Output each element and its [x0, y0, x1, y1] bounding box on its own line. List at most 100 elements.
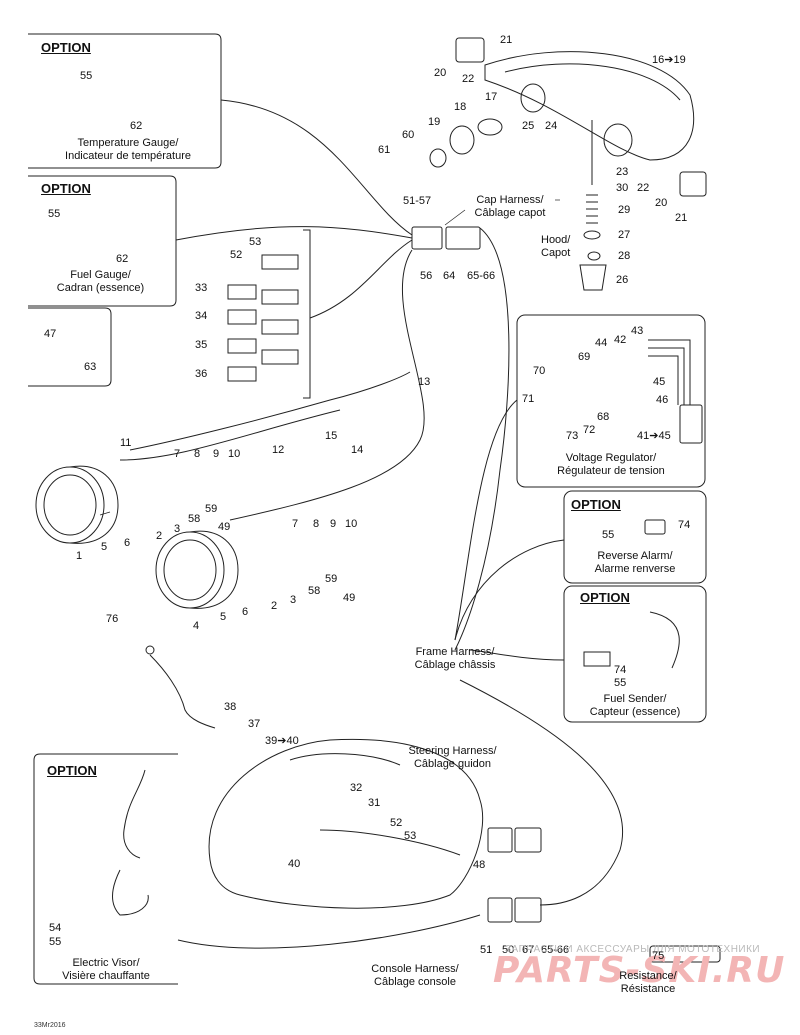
part-number: 28	[618, 250, 631, 262]
part-number: 5	[220, 611, 227, 623]
part-number: 44	[595, 337, 608, 349]
part-number: 59	[325, 573, 338, 585]
part-number: 55	[49, 936, 62, 948]
part-number: 38	[224, 701, 237, 713]
part-number: 27	[618, 229, 631, 241]
part-number: 60	[402, 129, 415, 141]
part-number: 53	[249, 236, 262, 248]
part-number: 12	[272, 444, 285, 456]
part-number: 40	[288, 858, 301, 870]
part-number: 54	[49, 922, 62, 934]
part-number: 10	[345, 518, 358, 530]
part-number: 30	[616, 182, 629, 194]
part-number: 3	[290, 594, 297, 606]
part-number: 21	[675, 212, 688, 224]
part-number: 26	[616, 274, 629, 286]
part-number: 35	[195, 339, 208, 351]
part-number: 4	[193, 620, 200, 632]
part-number: 2	[156, 530, 163, 542]
option-title-sender: OPTION	[580, 590, 630, 605]
part-number: 58	[188, 513, 201, 525]
cap-harness-label-fr: Câblage capot	[474, 207, 546, 219]
temp-gauge-label-fr: Indicateur de température	[65, 150, 191, 162]
part-number: 67	[522, 944, 535, 956]
part-number: 34	[195, 310, 208, 322]
part-number: 43	[631, 325, 644, 337]
part-number: 56	[420, 270, 433, 282]
part-number: 42	[614, 334, 627, 346]
voltage-regulator-label: Voltage Regulator/	[565, 452, 657, 464]
part-number: 41➔45	[637, 430, 671, 442]
diagram-code: 33Mr2016	[34, 1022, 66, 1029]
fuel-sender-box-outline	[563, 585, 707, 723]
part-number: 55	[48, 208, 61, 220]
cap-harness-label: Cap Harness/	[476, 194, 544, 206]
part-number: 7	[174, 448, 181, 460]
part-number: 62	[130, 120, 143, 132]
part-number: 6	[124, 537, 131, 549]
part-number: 39➔40	[265, 735, 299, 747]
part-number: 47	[44, 328, 57, 340]
part-number: 48	[473, 859, 486, 871]
part-number: 31	[368, 797, 381, 809]
part-number: 46	[656, 394, 669, 406]
part-number: 25	[522, 120, 535, 132]
part-number: 8	[194, 448, 201, 460]
part-number: 76	[106, 613, 119, 625]
part-number: 19	[428, 116, 441, 128]
part-number: 73	[566, 430, 579, 442]
part-number: 45	[653, 376, 666, 388]
part-number: 3	[174, 523, 181, 535]
tie-box-outline	[28, 307, 112, 387]
part-number: 49	[343, 592, 356, 604]
hood-label-fr: Capot	[541, 247, 571, 259]
reverse-alarm-label-fr: Alarme renverse	[594, 563, 676, 575]
site-logo: PARTS-SKI.RU	[493, 950, 786, 991]
reverse-alarm-label: Reverse Alarm/	[597, 550, 673, 562]
part-number: 5	[101, 541, 108, 553]
hood-label: Hood/	[541, 234, 571, 246]
part-number: 21	[500, 34, 513, 46]
steering-harness-label: Steering Harness/	[408, 745, 497, 757]
part-number: 53	[404, 830, 417, 842]
part-number: 2	[271, 600, 278, 612]
part-number: 22	[637, 182, 650, 194]
part-number: 68	[597, 411, 610, 423]
part-number: 55	[80, 70, 93, 82]
part-number: 14	[351, 444, 364, 456]
part-number: 7	[292, 518, 299, 530]
part-number: 55	[602, 529, 615, 541]
part-number: 10	[228, 448, 241, 460]
console-harness-label: Console Harness/	[371, 963, 459, 975]
part-number: 24	[545, 120, 558, 132]
part-number: 75	[652, 950, 665, 962]
part-number: 62	[116, 253, 129, 265]
part-number: 74	[678, 519, 691, 531]
part-number: 63	[84, 361, 97, 373]
resistance-label-fr: Résistance	[620, 983, 676, 995]
part-number: 72	[583, 424, 596, 436]
part-number: 51-57	[403, 195, 432, 207]
part-number: 37	[248, 718, 261, 730]
part-number: 58	[308, 585, 321, 597]
part-number: 70	[533, 365, 546, 377]
part-number: 16➔19	[652, 54, 686, 66]
electric-visor-label-fr: Visière chauffante	[62, 970, 150, 982]
part-number: 17	[485, 91, 498, 103]
console-harness-label-fr: Câblage console	[374, 976, 456, 988]
part-number: 65-66	[467, 270, 496, 282]
temp-gauge-box-outline	[28, 33, 222, 169]
frame-harness-label-fr: Câblage châssis	[414, 659, 496, 671]
part-number: 36	[195, 368, 208, 380]
part-number: 23	[616, 166, 629, 178]
part-number: 52	[230, 249, 243, 261]
fuel-gauge-label-fr: Cadran (essence)	[56, 282, 145, 294]
fuel-gauge-box-outline	[28, 175, 177, 307]
option-title-fuel: OPTION	[41, 181, 91, 196]
reverse-box-outline	[563, 490, 707, 584]
fuel-sender-label: Fuel Sender/	[603, 693, 667, 705]
electric-visor-label: Electric Visor/	[72, 957, 140, 969]
option-title-visor: OPTION	[47, 763, 97, 778]
fuel-sender-label-fr: Capteur (essence)	[589, 706, 681, 718]
part-number: 52	[390, 817, 403, 829]
